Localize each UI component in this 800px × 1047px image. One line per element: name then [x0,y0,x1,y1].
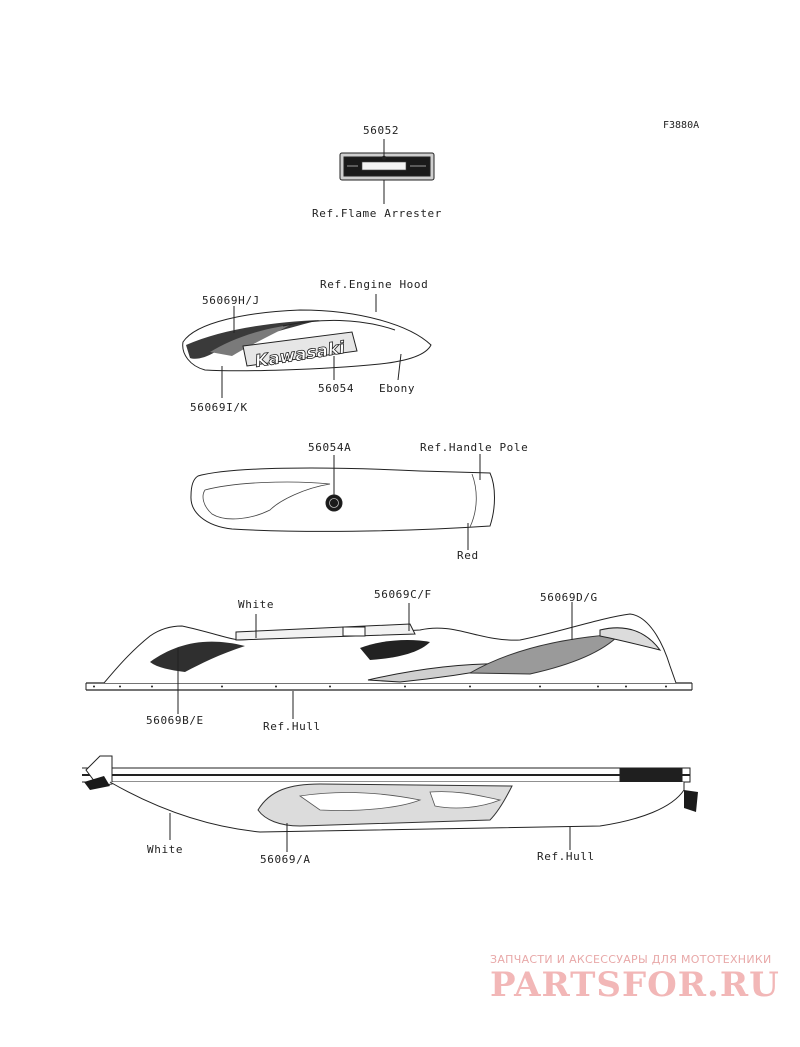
part-56054a: 56054A [308,441,352,454]
figure-code: F3880A [663,120,700,131]
color-red: Red [457,549,479,562]
ref-hull-side: Ref.Hull [263,720,321,733]
ref-hull-bottom: Ref.Hull [537,850,595,863]
part-56069cf: 56069C/F [374,588,432,601]
ref-handle-pole: Ref.Handle Pole [420,441,529,454]
watermark-logo: PARTSFOR.RU [490,965,780,1005]
color-white-side: White [238,598,275,611]
watermark-tagline: ЗАПЧАСТИ И АКСЕССУАРЫ ДЛЯ МОТОТЕХНИКИ [490,953,772,966]
part-56069dg: 56069D/G [540,591,598,604]
part-56054: 56054 [318,382,355,395]
part-56069be: 56069B/E [146,714,204,727]
engine-hood-decal [182,294,432,398]
part-56069ik: 56069I/K [190,401,248,414]
color-ebony: Ebony [379,382,416,395]
part-56069hj: 56069H/J [202,294,260,307]
part-56069a: 56069/A [260,853,311,866]
color-white-bottom: White [147,843,184,856]
ref-engine-hood: Ref.Engine Hood [320,278,429,291]
ref-flame-arrester: Ref.Flame Arrester [312,207,443,220]
flame-arrester-decal [339,139,435,204]
hull-bottom-view [82,755,698,852]
part-56052: 56052 [363,124,400,137]
handle-pole-decal [190,454,495,550]
hull-side-view [85,602,693,719]
